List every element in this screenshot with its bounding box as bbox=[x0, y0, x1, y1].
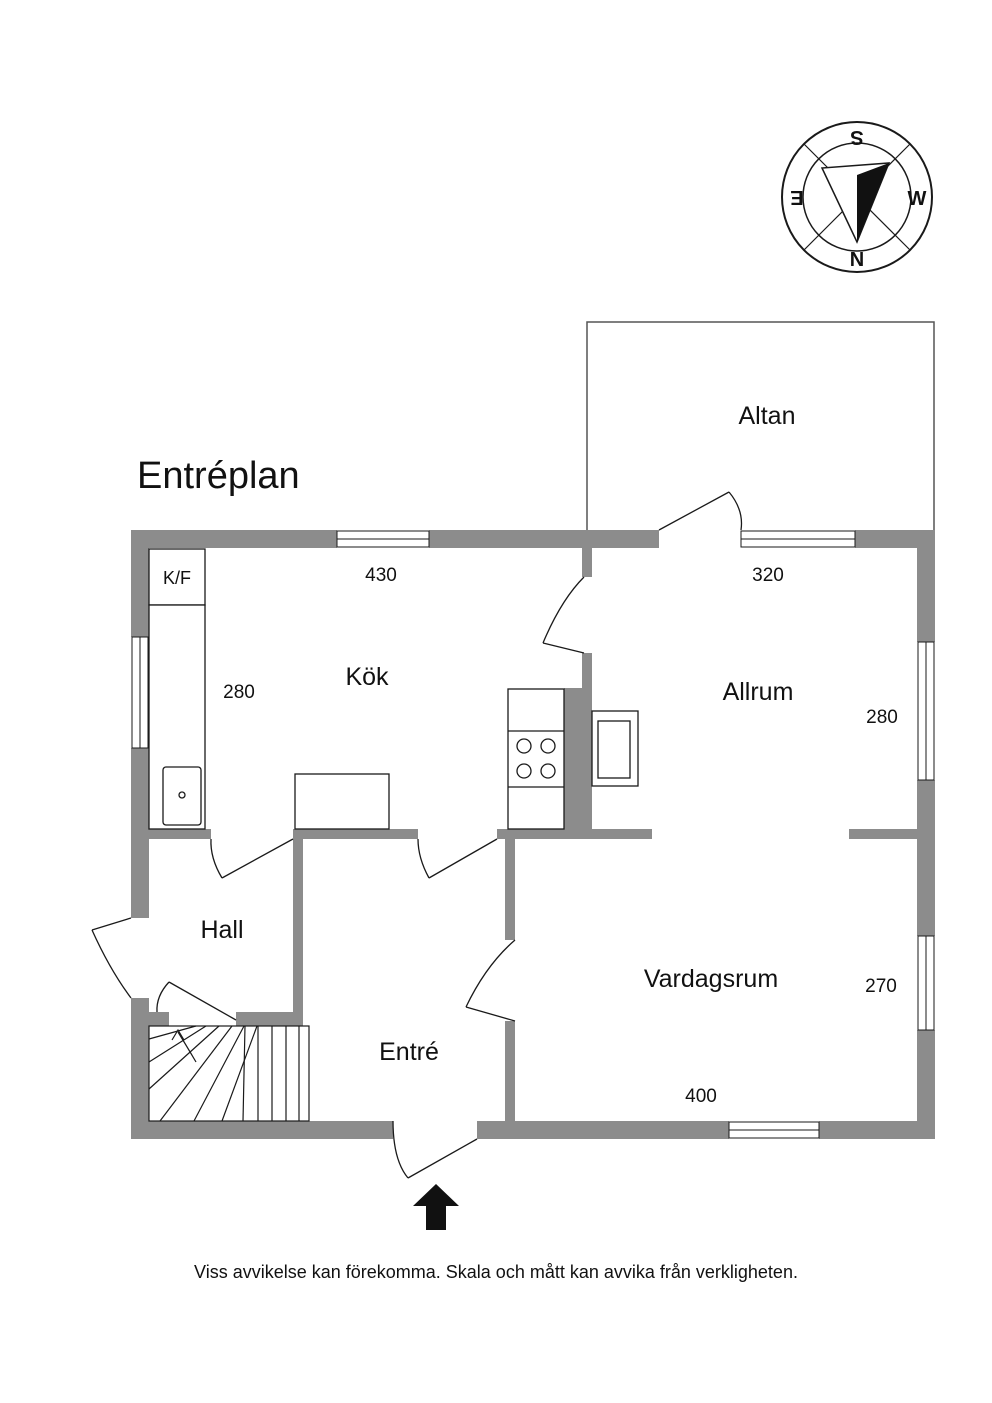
dimension-allrum-width: 320 bbox=[752, 565, 784, 586]
door-hall-exterior bbox=[91, 917, 132, 999]
wall-kok-lower-c bbox=[497, 829, 652, 839]
wall-bottom-left bbox=[131, 1121, 393, 1139]
compass-top-letter: S bbox=[850, 126, 863, 148]
wall-left-mid bbox=[131, 748, 149, 918]
dimension-kok-depth: 280 bbox=[223, 682, 255, 703]
fridge-freezer bbox=[148, 548, 206, 606]
dimension-kok-width: 430 bbox=[365, 565, 397, 586]
dimension-vardagsrum-depth: 270 bbox=[865, 976, 897, 997]
fridge-freezer-label: K/F bbox=[163, 568, 191, 588]
compass-ring bbox=[781, 121, 933, 273]
compass-needle-fill bbox=[857, 163, 889, 242]
door-stairs bbox=[156, 981, 237, 1021]
wall-fridge-block bbox=[564, 688, 592, 837]
wall-stair-top bbox=[236, 1012, 303, 1026]
wall-hall-entre bbox=[293, 829, 303, 1019]
stove-burner bbox=[540, 738, 556, 754]
wall-entre-vardagsrum-bottom bbox=[505, 1021, 515, 1121]
compass: S W N E bbox=[781, 121, 933, 273]
wall-right-lower bbox=[917, 1030, 935, 1139]
room-label-hall: Hall bbox=[200, 916, 243, 944]
door-kok-entre bbox=[417, 838, 498, 879]
kitchen-fixtures bbox=[148, 548, 565, 830]
wall-top-mid bbox=[429, 530, 659, 548]
door-main-entrance bbox=[392, 1120, 478, 1179]
door-kok-hall bbox=[210, 838, 294, 879]
wall-allrum-vardagsrum-right bbox=[849, 829, 917, 839]
sink-drain bbox=[178, 791, 186, 799]
stove-cabinet bbox=[507, 688, 565, 830]
wall-right-mid bbox=[917, 780, 935, 936]
disclaimer-text: Viss avvikelse kan förekomma. Skala och … bbox=[194, 1262, 798, 1282]
staircase bbox=[148, 1025, 310, 1122]
room-label-altan: Altan bbox=[739, 402, 796, 430]
compass-bottom-letter: N bbox=[850, 249, 864, 271]
windows bbox=[131, 530, 935, 1139]
kitchen-island bbox=[294, 773, 390, 830]
room-label-allrum: Allrum bbox=[723, 678, 794, 706]
compass-left-letter: E bbox=[790, 186, 803, 208]
wall-left-lower bbox=[131, 998, 149, 1139]
dimension-allrum-depth: 280 bbox=[866, 707, 898, 728]
altan-deck bbox=[586, 321, 935, 530]
fireplace bbox=[591, 710, 639, 787]
wall-left-upper bbox=[131, 530, 149, 637]
door-altan bbox=[658, 491, 743, 531]
plan-title: Entréplan bbox=[137, 455, 300, 497]
wall-kok-allrum-top bbox=[582, 530, 592, 577]
wall-right-upper bbox=[917, 530, 935, 642]
arrow-up-icon bbox=[413, 1184, 459, 1230]
wall-entre-vardagsrum-top bbox=[505, 829, 515, 940]
room-label-vardagsrum: Vardagsrum bbox=[644, 965, 778, 993]
wall-kok-lower-b bbox=[293, 829, 418, 839]
wall-hall-stairs bbox=[149, 1012, 169, 1026]
stove-burner bbox=[540, 763, 556, 779]
wall-kok-lower-a bbox=[149, 829, 211, 839]
room-label-entre: Entré bbox=[379, 1038, 439, 1066]
wall-top-right bbox=[855, 530, 935, 548]
stove-burner bbox=[516, 738, 532, 754]
stove-burner bbox=[516, 763, 532, 779]
wall-bottom-right bbox=[819, 1121, 935, 1139]
compass-inner-ring bbox=[802, 142, 912, 252]
room-label-kok: Kök bbox=[345, 663, 389, 691]
wall-bottom-mid bbox=[477, 1121, 729, 1139]
wall-top-left bbox=[131, 530, 337, 548]
door-kok-allrum bbox=[542, 576, 585, 654]
compass-right-letter: W bbox=[908, 188, 927, 210]
walls bbox=[131, 530, 935, 1139]
dimension-vardagsrum-width: 400 bbox=[685, 1086, 717, 1107]
door-entre-vardagsrum bbox=[465, 939, 516, 1022]
doors bbox=[91, 491, 743, 1179]
